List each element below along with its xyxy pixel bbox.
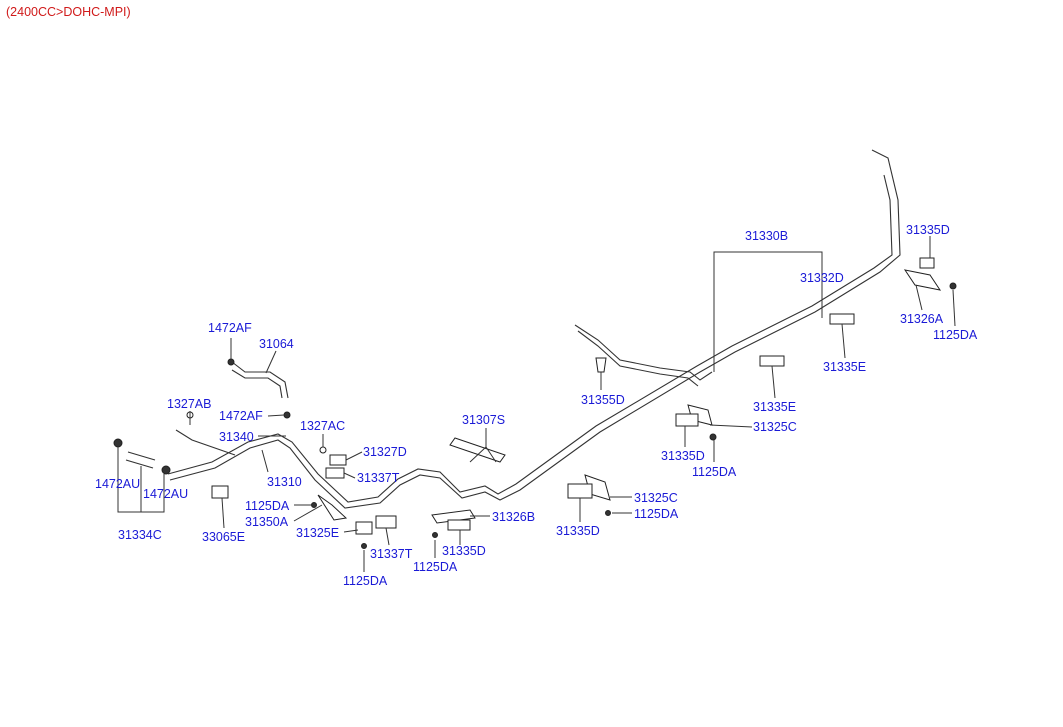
bracket-31326a <box>903 269 942 291</box>
leader-31064 <box>265 350 277 374</box>
leader-31325c-m <box>709 424 753 428</box>
bolt-1125da-tr <box>949 282 957 290</box>
label-1125da-l: 1125DA <box>245 499 290 513</box>
fitting-1327ac <box>319 446 327 454</box>
fuel-hose-31064 <box>231 361 289 399</box>
label-31337t-b: 31337T <box>370 547 413 561</box>
label-1125da-tr: 1125DA <box>933 328 978 342</box>
leader-lines <box>117 236 956 572</box>
label-31335e-r: 31335E <box>823 360 866 374</box>
branch-fuel-pipe <box>574 324 713 381</box>
label-31327d: 31327D <box>363 445 407 459</box>
clip-31335d-b <box>447 519 471 531</box>
label-31337t-u: 31337T <box>357 471 400 485</box>
fuel-pipe-assembly <box>125 149 901 509</box>
label-33065e: 33065E <box>202 530 245 544</box>
bolt-1125da-m <box>709 433 717 441</box>
leader-1472af-m <box>267 414 285 417</box>
part-labels: 31330B 31332D 31335D 31326A 1125DA 31335… <box>95 223 978 588</box>
label-1125da-br: 1125DA <box>634 507 679 521</box>
label-1327ac: 1327AC <box>300 419 345 433</box>
label-31335d-m: 31335D <box>661 449 705 463</box>
branch-fuel-pipe-inner <box>577 330 699 387</box>
label-31330b: 31330B <box>745 229 788 243</box>
label-31332d: 31332D <box>800 271 844 285</box>
label-31326b: 31326B <box>492 510 535 524</box>
label-31325c-b: 31325C <box>634 491 678 505</box>
bracket-31326b <box>431 509 476 524</box>
bolt-1125da-l <box>311 502 317 508</box>
leader-31350a <box>293 504 323 522</box>
bolt-1125da-br <box>605 510 611 516</box>
label-1472au-r: 1472AU <box>143 487 188 501</box>
leader-31325e <box>343 529 359 533</box>
label-31335d-tr: 31335D <box>906 223 950 237</box>
tube-31334c-inner <box>125 459 154 469</box>
clip-31337t-u <box>325 467 345 479</box>
label-31326a: 31326A <box>900 312 944 326</box>
label-31334c: 31334C <box>118 528 162 542</box>
clamp-1472au-r <box>161 465 171 475</box>
connector-31307s <box>449 437 506 463</box>
small-parts <box>113 257 957 549</box>
clamp-1472au-l <box>113 438 123 448</box>
fuel-hose-31064-inner <box>231 369 283 399</box>
label-31310: 31310 <box>267 475 302 489</box>
clip-31327d <box>329 454 347 466</box>
leader-1125da-tr <box>952 289 956 327</box>
bolt-1125da-bc <box>432 532 438 538</box>
label-31335d-br: 31335D <box>556 524 600 538</box>
label-1125da-m: 1125DA <box>692 465 737 479</box>
label-31064: 31064 <box>259 337 294 351</box>
clip-31335d-m <box>675 413 699 427</box>
bracket-31325e <box>355 521 373 535</box>
leader-31307s <box>469 428 497 463</box>
clip-31337t-b <box>375 515 397 529</box>
label-1125da-bc: 1125DA <box>413 560 458 574</box>
clamp-1472af-m <box>283 411 291 419</box>
main-fuel-pipe-upper <box>169 149 901 509</box>
label-31335e-m: 31335E <box>753 400 796 414</box>
label-1125da-b: 1125DA <box>343 574 388 588</box>
label-1472af-m: 1472AF <box>219 409 263 423</box>
leader-31334c <box>117 447 165 513</box>
clip-31335d-br <box>567 483 593 499</box>
label-31340: 31340 <box>219 430 254 444</box>
leader-31310 <box>261 449 269 473</box>
bolt-1125da-b <box>361 543 367 549</box>
clip-33065e <box>211 485 229 499</box>
label-31335d-b: 31335D <box>442 544 486 558</box>
label-31325c-m: 31325C <box>753 420 797 434</box>
leader-31335e-r <box>841 323 846 359</box>
clamp-1472af-t <box>227 358 235 366</box>
leader-33065e <box>221 497 225 529</box>
leader-31337t-u <box>343 472 356 479</box>
tube-31334c <box>127 451 156 461</box>
label-31307s: 31307S <box>462 413 505 427</box>
bracket-31350a <box>317 494 348 521</box>
clip-31335d-tr <box>919 257 935 269</box>
main-fuel-pipe-lower <box>167 174 893 503</box>
leader-31337t-b <box>385 527 390 546</box>
leader-31330b <box>713 251 823 372</box>
label-31350a: 31350A <box>245 515 289 529</box>
label-1472af-t: 1472AF <box>208 321 252 335</box>
clip-31355d <box>595 357 607 373</box>
label-1327ab: 1327AB <box>167 397 211 411</box>
label-1472au-l: 1472AU <box>95 477 140 491</box>
leader-31335e-m <box>771 365 776 399</box>
pipe-1327ab <box>175 429 236 456</box>
clip-31335e-r <box>829 313 855 325</box>
leader-31326a <box>915 284 923 311</box>
engine-spec-header: (2400CC>DOHC-MPI) <box>6 5 131 19</box>
label-31355d: 31355D <box>581 393 625 407</box>
label-31325e: 31325E <box>296 526 339 540</box>
leader-31327d <box>345 451 363 461</box>
clip-31335e-m <box>759 355 785 367</box>
